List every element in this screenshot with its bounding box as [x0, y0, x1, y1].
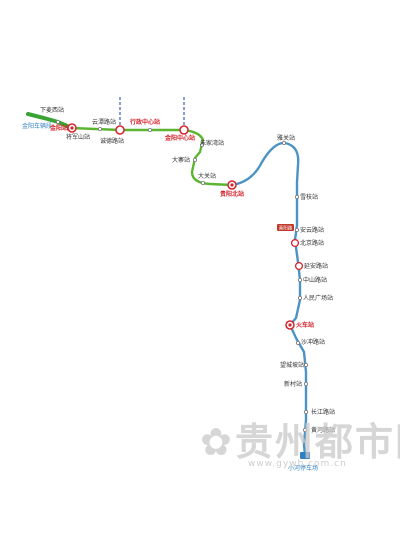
- station-dot-wangmingfen[interactable]: [303, 362, 308, 367]
- label-shachonglu: 沙冲路站: [301, 338, 325, 346]
- station-badge: [277, 224, 294, 231]
- station-dot-anyun[interactable]: [294, 227, 299, 232]
- station-dot-changjiang[interactable]: [303, 409, 308, 414]
- label-daguan: 大关站: [198, 172, 216, 180]
- station-dot-xincun[interactable]: [303, 381, 308, 386]
- label-yunjinlu: 云潭路站: [92, 118, 116, 126]
- station-chengde-interchange[interactable]: [115, 125, 125, 135]
- regular-stations: [56, 120, 308, 432]
- label-jinyang: 金阳站: [49, 124, 68, 132]
- blue-line: [230, 141, 308, 457]
- label-depot-south: 小河停车场: [288, 464, 318, 472]
- station-dot-xiamaixi[interactable]: [56, 120, 61, 125]
- label-huanghelu: 黄河路站: [311, 426, 335, 434]
- label-depot-north: 金阳车辆段: [22, 122, 52, 130]
- station-jinyang-interchange-inner: [70, 126, 74, 130]
- label-xiamaixi: 下麦西站: [40, 106, 64, 114]
- station-badge-label: 喜阳路: [279, 225, 293, 232]
- watermark: ✿ 贵州都市网 www.gywb.com.cn: [200, 420, 400, 469]
- label-jiangjunshan: 将军山站: [66, 133, 90, 141]
- label-guiyangbei: 贵阳北站: [220, 190, 244, 198]
- label-beijinglu: 北京路站: [300, 239, 324, 247]
- label-zhujiawan: 朱家湾站: [200, 139, 224, 147]
- watermark-cn: 贵州都市网: [235, 420, 400, 464]
- station-guiyangbei-interchange-inner: [230, 183, 234, 187]
- depot-south-marker: [300, 452, 310, 459]
- station-dot-dazhai[interactable]: [192, 157, 197, 162]
- label-anyunlu: 安云路站: [300, 226, 324, 234]
- label-huochezhan: 火车站: [296, 321, 314, 329]
- label-yananlu: 延安路站: [304, 262, 328, 270]
- label-wangmingfen: 望城坡站: [280, 361, 304, 369]
- station-beijinglu-interchange[interactable]: [290, 238, 300, 248]
- label-xizhong: 雪枝站: [300, 193, 318, 201]
- station-dot-yunjin[interactable]: [98, 127, 103, 132]
- watermark-logo-icon: ✿: [200, 420, 234, 464]
- station-dot-yanguan[interactable]: [281, 140, 286, 145]
- label-yanguan: 雅关站: [277, 134, 295, 142]
- depot-north-track: [26, 112, 74, 130]
- watermark-url: www.gywb.com.cn: [248, 459, 347, 469]
- label-xingzheng: 行政中心站: [129, 118, 160, 126]
- station-dot-xizhong[interactable]: [294, 194, 299, 199]
- label-chengdelu: 诚德路站: [100, 137, 124, 145]
- station-yananlu-interchange[interactable]: [294, 261, 304, 271]
- station-dot-xingzheng[interactable]: [147, 127, 152, 132]
- station-jinyang-center-interchange[interactable]: [179, 125, 189, 135]
- station-dot-huanghe[interactable]: [302, 427, 307, 432]
- station-dot-daguan[interactable]: [200, 180, 205, 185]
- label-jinyang-center: 金阳中心站: [164, 134, 195, 142]
- station-dot-zhongshan[interactable]: [297, 277, 302, 282]
- label-renminguangchang: 人民广场站: [303, 294, 333, 302]
- station-dot-shachong[interactable]: [295, 340, 300, 345]
- station-dot-renmin[interactable]: [297, 295, 302, 300]
- label-dazhai: 大寨站: [172, 156, 190, 164]
- label-changjianglu: 长江路站: [311, 408, 335, 416]
- station-dot-zhujiawan[interactable]: [199, 142, 204, 147]
- label-xincun: 新村站: [284, 380, 302, 388]
- station-huochezhan-interchange-inner: [288, 323, 292, 327]
- label-zhongshanlu: 中山路站: [303, 276, 327, 284]
